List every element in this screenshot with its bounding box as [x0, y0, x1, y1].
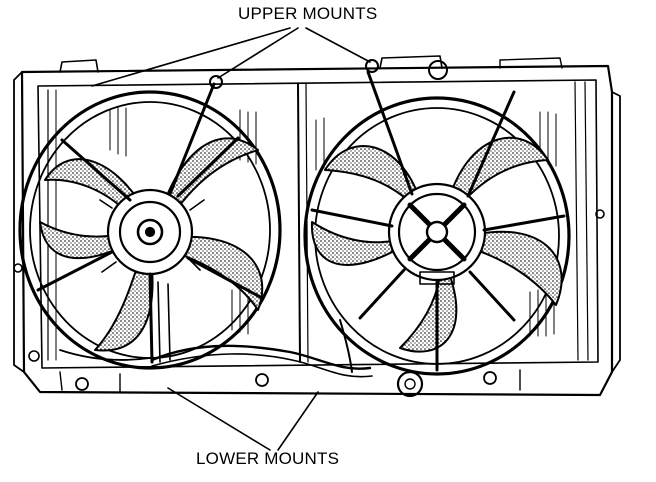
wiring-harness	[59, 319, 373, 378]
left-fan	[18, 82, 282, 370]
left-fan-shroud-ring	[18, 90, 282, 370]
right-fan-motor	[387, 182, 487, 285]
radiator-frame	[13, 55, 621, 398]
lower-leader-left	[167, 387, 271, 451]
lower-mounts-leaders	[167, 387, 319, 451]
upper-leader-left	[91, 27, 291, 87]
left-fan-motor	[99, 188, 205, 276]
upper-mounts-leaders	[91, 27, 371, 87]
right-fan-blades	[310, 136, 563, 353]
right-fan	[303, 70, 571, 376]
upper-leader-right	[305, 27, 371, 63]
lower-leader-right	[277, 391, 319, 451]
lower-mounts-label: LOWER MOUNTS	[196, 449, 340, 468]
right-fan-shroud-ring	[303, 96, 571, 376]
upper-mounts-label: UPPER MOUNTS	[238, 4, 378, 23]
upper-leader-center	[217, 27, 299, 79]
